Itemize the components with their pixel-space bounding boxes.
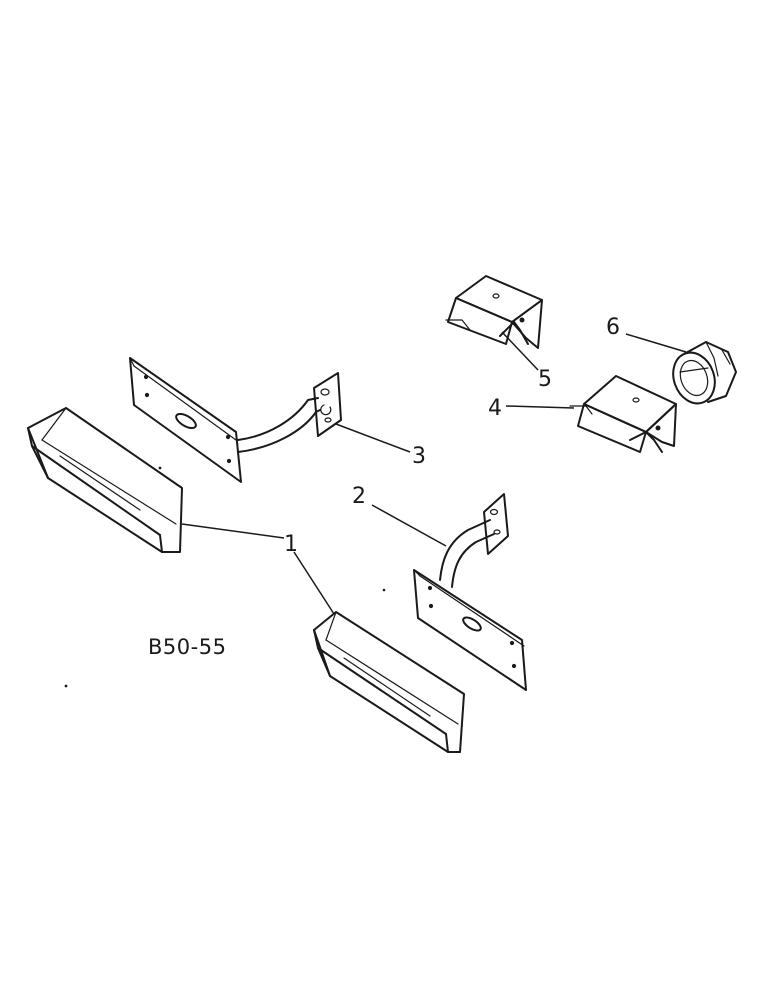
leader-1-upper (181, 523, 285, 539)
small-bracket-upper-part-5 (445, 275, 543, 349)
diagram-code: B50-55 (148, 635, 226, 659)
callout-5: 5 (538, 367, 552, 392)
bracket-upper-part-3 (129, 357, 342, 483)
callout-3: 3 (412, 444, 426, 469)
callout-2: 2 (352, 484, 366, 509)
lamp-housing-lower-part-1 (313, 611, 465, 753)
leader-2 (371, 504, 447, 547)
leader-4 (505, 405, 575, 409)
small-bracket-lower-part-4 (569, 375, 677, 453)
callout-1: 1 (284, 532, 298, 557)
callout-6: 6 (606, 315, 620, 340)
leader-3 (335, 423, 411, 453)
callout-4: 4 (488, 396, 502, 421)
leader-lines (181, 331, 687, 615)
bracket-lower-part-2 (413, 493, 527, 691)
leader-6 (625, 333, 687, 353)
lamp-socket-part-6 (672, 341, 737, 405)
lamp-housing-upper-part-1 (27, 407, 183, 553)
leader-5 (501, 331, 539, 371)
callout-labels: 1 2 3 4 5 6 (284, 315, 620, 557)
leader-1-lower (293, 551, 335, 615)
